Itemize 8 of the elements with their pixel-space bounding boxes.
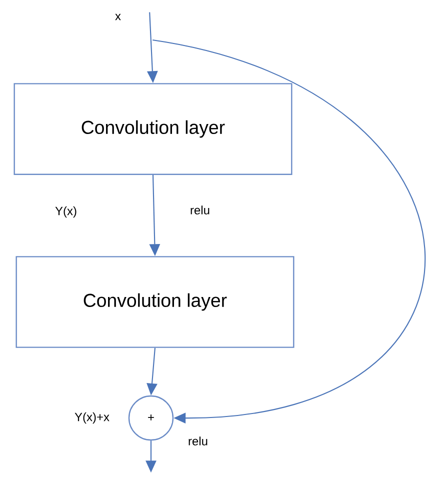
input-label: x xyxy=(115,14,121,20)
annotation-label: relu xyxy=(188,436,208,446)
annotation-label: Y(x)+x xyxy=(74,412,110,424)
layer-box: Convolution layer xyxy=(14,83,292,175)
layer-box: Convolution layer xyxy=(16,256,294,348)
annotation-label: Y(x) xyxy=(55,206,76,218)
annotation-label: relu xyxy=(190,206,210,214)
arrow xyxy=(152,39,426,424)
